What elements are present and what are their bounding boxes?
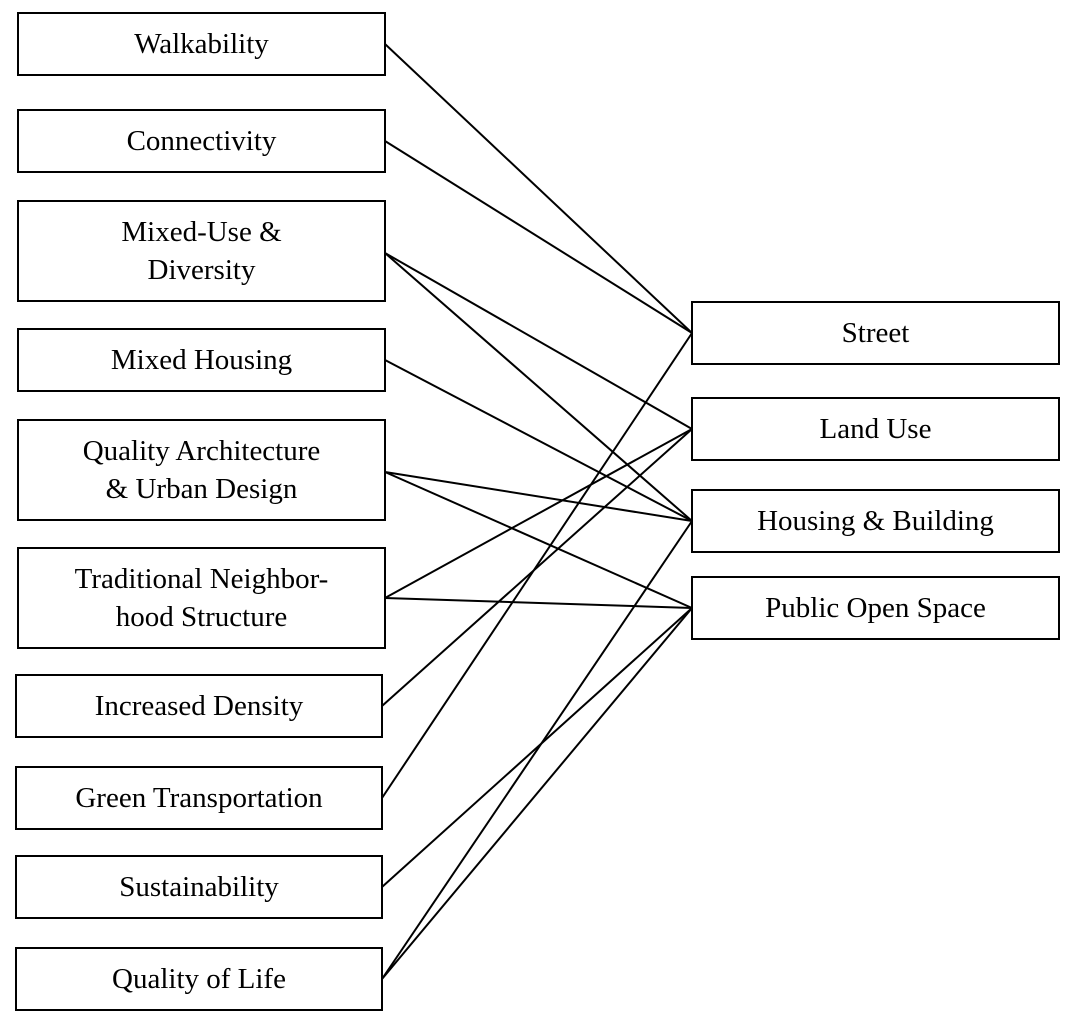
right-node-box <box>691 301 1060 365</box>
connector-lines <box>381 43 693 980</box>
left-node-label: Diversity <box>148 254 256 286</box>
left-node-connectivity: Connectivity <box>17 109 386 173</box>
edge-quality-architecture-to-housing-building <box>384 471 693 522</box>
edge-connectivity-to-street <box>384 140 693 334</box>
left-node-label: Increased Density <box>95 690 304 722</box>
right-node-label: Street <box>842 317 910 349</box>
right-node-street: Street <box>691 301 1060 365</box>
right-node-label: Housing & Building <box>757 505 994 537</box>
right-node-public-open-space: Public Open Space <box>691 576 1060 640</box>
left-node-mixed-housing: Mixed Housing <box>17 328 386 392</box>
left-node-box <box>17 547 386 649</box>
edge-green-transportation-to-street <box>381 332 693 799</box>
left-node-label: Traditional Neighbor- <box>75 563 329 595</box>
left-node-box <box>17 200 386 302</box>
left-node-sustainability: Sustainability <box>15 855 383 919</box>
edge-traditional-neighborhood-to-public-open-space <box>384 597 693 609</box>
edge-mixed-housing-to-housing-building <box>384 359 693 522</box>
edge-quality-of-life-to-public-open-space <box>381 607 693 980</box>
left-node-box <box>15 855 383 919</box>
edge-increased-density-to-land-use <box>381 428 693 707</box>
edge-quality-of-life-to-housing-building <box>381 520 693 980</box>
edge-sustainability-to-public-open-space <box>381 607 693 888</box>
left-node-label: Mixed Housing <box>111 344 292 376</box>
left-node-mixed-use-diversity: Mixed-Use & Diversity <box>17 200 386 302</box>
left-node-box <box>17 12 386 76</box>
edge-walkability-to-street <box>384 43 693 334</box>
left-node-box <box>17 328 386 392</box>
edge-traditional-neighborhood-to-land-use <box>384 428 693 599</box>
right-node-box <box>691 576 1060 640</box>
left-node-green-transportation: Green Transportation <box>15 766 383 830</box>
edge-mixed-use-diversity-to-housing-building <box>384 252 693 522</box>
left-node-traditional-neighborhood: Traditional Neighbor-hood Structure <box>17 547 386 649</box>
edge-quality-architecture-to-public-open-space <box>384 471 693 609</box>
left-node-label: Mixed-Use & <box>121 216 282 248</box>
left-node-label: & Urban Design <box>106 473 298 505</box>
left-node-increased-density: Increased Density <box>15 674 383 738</box>
right-node-box <box>691 397 1060 461</box>
right-node-label: Land Use <box>820 413 932 445</box>
left-node-label: Quality of Life <box>112 963 286 995</box>
left-node-label: Walkability <box>134 28 269 60</box>
left-node-label: Sustainability <box>119 871 279 903</box>
edge-mixed-use-diversity-to-land-use <box>384 252 693 430</box>
right-node-label: Public Open Space <box>765 592 986 624</box>
right-node-housing-building: Housing & Building <box>691 489 1060 553</box>
left-node-label: Green Transportation <box>75 782 323 814</box>
left-node-box <box>15 947 383 1011</box>
left-node-box <box>15 766 383 830</box>
right-node-box <box>691 489 1060 553</box>
left-node-box <box>17 109 386 173</box>
left-node-label: Connectivity <box>127 125 277 157</box>
left-node-quality-of-life: Quality of Life <box>15 947 383 1011</box>
left-node-box <box>17 419 386 521</box>
right-node-land-use: Land Use <box>691 397 1060 461</box>
left-node-quality-architecture: Quality Architecture & Urban Design <box>17 419 386 521</box>
left-node-label: hood Structure <box>116 601 288 633</box>
left-node-label: Quality Architecture <box>83 435 321 467</box>
left-node-box <box>15 674 383 738</box>
left-node-walkability: Walkability <box>17 12 386 76</box>
